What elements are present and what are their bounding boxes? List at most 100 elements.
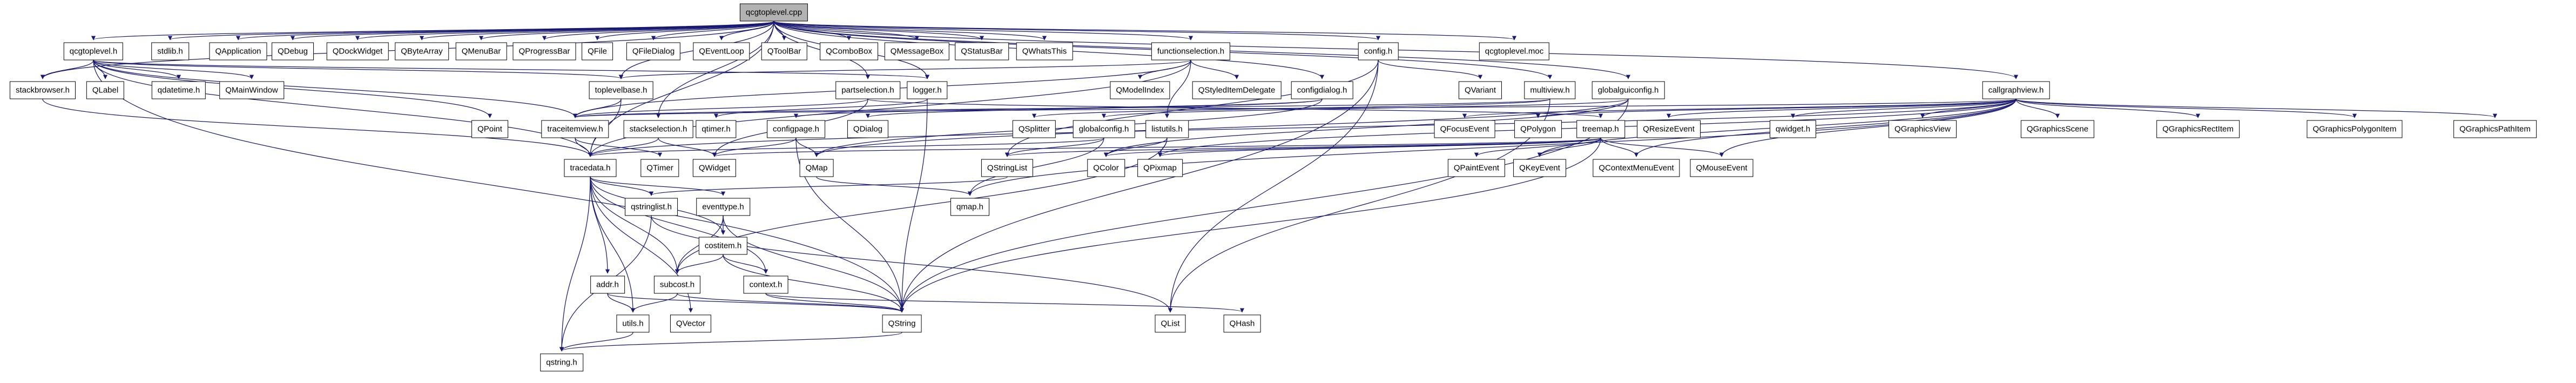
graph-node[interactable]: QVector — [670, 314, 712, 333]
graph-node[interactable]: QGraphicsRectItem — [2156, 120, 2240, 138]
graph-edge — [677, 293, 904, 313]
graph-node[interactable]: QString — [882, 314, 922, 333]
graph-node[interactable]: QLabel — [86, 81, 125, 99]
graph-edge — [1791, 98, 2017, 118]
graph-node[interactable]: QVariant — [1458, 81, 1502, 99]
graph-node[interactable]: qdatetime.h — [151, 81, 206, 99]
graph-node[interactable]: QMouseEvent — [1690, 159, 1754, 177]
graph-node[interactable]: configdialog.h — [1291, 81, 1353, 99]
graph-edge — [1600, 138, 1639, 157]
graph-node[interactable]: qwidget.h — [1769, 120, 1817, 138]
graph-node[interactable]: qcgtoplevel.moc — [1479, 42, 1550, 61]
graph-node[interactable]: treemap.h — [1576, 120, 1625, 138]
graph-node[interactable]: QColor — [1087, 159, 1125, 177]
graph-node[interactable]: QWidget — [692, 159, 737, 177]
graph-node[interactable]: eventtype.h — [696, 198, 750, 216]
graph-node[interactable]: QPolygon — [1514, 120, 1562, 138]
graph-node[interactable]: QSplitter — [1012, 120, 1056, 138]
graph-node[interactable]: QGraphicsPathItem — [2453, 120, 2537, 138]
graph-edge — [93, 60, 592, 157]
graph-edge — [814, 99, 1323, 157]
graph-node[interactable]: stackbrowser.h — [9, 81, 76, 99]
graph-node[interactable]: QPixmap — [1137, 159, 1183, 177]
graph-node[interactable]: QFileDialog — [626, 42, 681, 61]
graph-node[interactable]: QMainWindow — [219, 81, 284, 99]
graph-node[interactable]: toplevelbase.h — [589, 81, 653, 99]
graph-node[interactable]: qstring.h — [540, 353, 583, 372]
graph-node[interactable]: QContextMenuEvent — [1593, 159, 1680, 177]
graph-node[interactable]: QList — [1155, 314, 1186, 333]
graph-edge — [773, 21, 984, 41]
graph-node[interactable]: logger.h — [907, 81, 948, 99]
graph-edge — [723, 254, 905, 313]
graph-node[interactable]: QEventLoop — [693, 42, 750, 61]
graph-edge — [1920, 99, 2017, 118]
graph-node[interactable]: config.h — [1358, 42, 1399, 61]
graph-edge — [93, 59, 623, 79]
graph-node[interactable]: QGraphicsView — [1889, 120, 1957, 138]
graph-node[interactable]: QFocusEvent — [1434, 120, 1495, 138]
graph-edge — [93, 60, 577, 118]
graph-node[interactable]: subcost.h — [653, 276, 701, 294]
graph-node[interactable]: addr.h — [590, 276, 625, 294]
graph-edge — [675, 138, 1168, 274]
graph-edge — [619, 59, 1191, 79]
graph-node[interactable]: QDockWidget — [326, 42, 389, 61]
graph-edge — [590, 177, 610, 274]
graph-node[interactable]: QGraphicsPolygonItem — [2307, 120, 2403, 138]
graph-edge — [590, 177, 654, 196]
graph-node[interactable]: QMenuBar — [455, 42, 507, 61]
graph-node[interactable]: QKeyEvent — [1513, 159, 1566, 177]
graph-edge — [2015, 98, 2357, 118]
graph-node[interactable]: partselection.h — [835, 81, 900, 99]
graph-edge — [607, 293, 636, 313]
graph-node[interactable]: QModelIndex — [1110, 81, 1170, 99]
graph-node[interactable]: QGraphicsScene — [2020, 120, 2095, 138]
graph-node[interactable]: QResizeEvent — [1637, 120, 1701, 138]
graph-node[interactable]: QHash — [1223, 314, 1261, 333]
graph-node[interactable]: callgraphview.h — [1982, 81, 2050, 99]
graph-edge — [1719, 99, 2017, 157]
graph-node[interactable]: QStyledItemDelegate — [1192, 81, 1282, 99]
graph-node[interactable]: multiview.h — [1524, 81, 1576, 99]
graph-edge — [814, 99, 1629, 157]
graph-node[interactable]: qcgtoplevel.h — [63, 42, 124, 61]
graph-node[interactable]: QDialog — [847, 120, 889, 138]
graph-node[interactable]: functionselection.h — [1151, 42, 1231, 61]
graph-node[interactable]: QFile — [582, 42, 613, 61]
graph-node[interactable]: qtimer.h — [696, 120, 737, 138]
graph-node[interactable]: costitem.h — [698, 237, 748, 255]
graph-node[interactable]: qmap.h — [950, 198, 990, 216]
graph-node[interactable]: globalguiconfig.h — [1592, 81, 1665, 99]
graph-node[interactable]: listutils.h — [1145, 120, 1189, 138]
graph-node[interactable]: QMessageBox — [884, 42, 950, 61]
graph-node[interactable]: stackselection.h — [623, 120, 693, 138]
graph-edge — [542, 21, 774, 41]
graph-node[interactable]: globalconfig.h — [1073, 120, 1135, 138]
graph-node[interactable]: QStringList — [981, 159, 1034, 177]
graph-node[interactable]: QToolBar — [761, 42, 807, 61]
graph-edge — [93, 60, 905, 313]
graph-node[interactable]: QByteArray — [395, 42, 449, 61]
graph-root-node[interactable]: qcgtoplevel.cpp — [739, 3, 808, 22]
graph-node[interactable]: QProgressBar — [512, 42, 576, 61]
graph-edge — [712, 137, 1601, 157]
graph-edge — [1634, 99, 2017, 157]
graph-node[interactable]: QDebug — [272, 42, 314, 61]
graph-node[interactable]: QTimer — [640, 159, 679, 177]
graph-node[interactable]: QComboBox — [820, 42, 878, 61]
graph-node[interactable]: stdlib.h — [151, 42, 189, 61]
graph-edge — [588, 99, 2017, 157]
graph-node[interactable]: QApplication — [209, 42, 267, 61]
graph-node[interactable]: qstringlist.h — [625, 198, 678, 216]
graph-node[interactable]: context.h — [743, 276, 788, 294]
graph-node[interactable]: configpage.h — [767, 120, 825, 138]
graph-node[interactable]: QPoint — [471, 120, 508, 138]
graph-node[interactable]: QPaintEvent — [1447, 159, 1506, 177]
graph-node[interactable]: utils.h — [616, 314, 650, 333]
graph-node[interactable]: traceitemview.h — [541, 120, 609, 138]
graph-node[interactable]: tracedata.h — [564, 159, 617, 177]
graph-node[interactable]: QMap — [799, 159, 834, 177]
graph-node[interactable]: QStatusBar — [955, 42, 1009, 61]
graph-node[interactable]: QWhatsThis — [1016, 42, 1073, 61]
